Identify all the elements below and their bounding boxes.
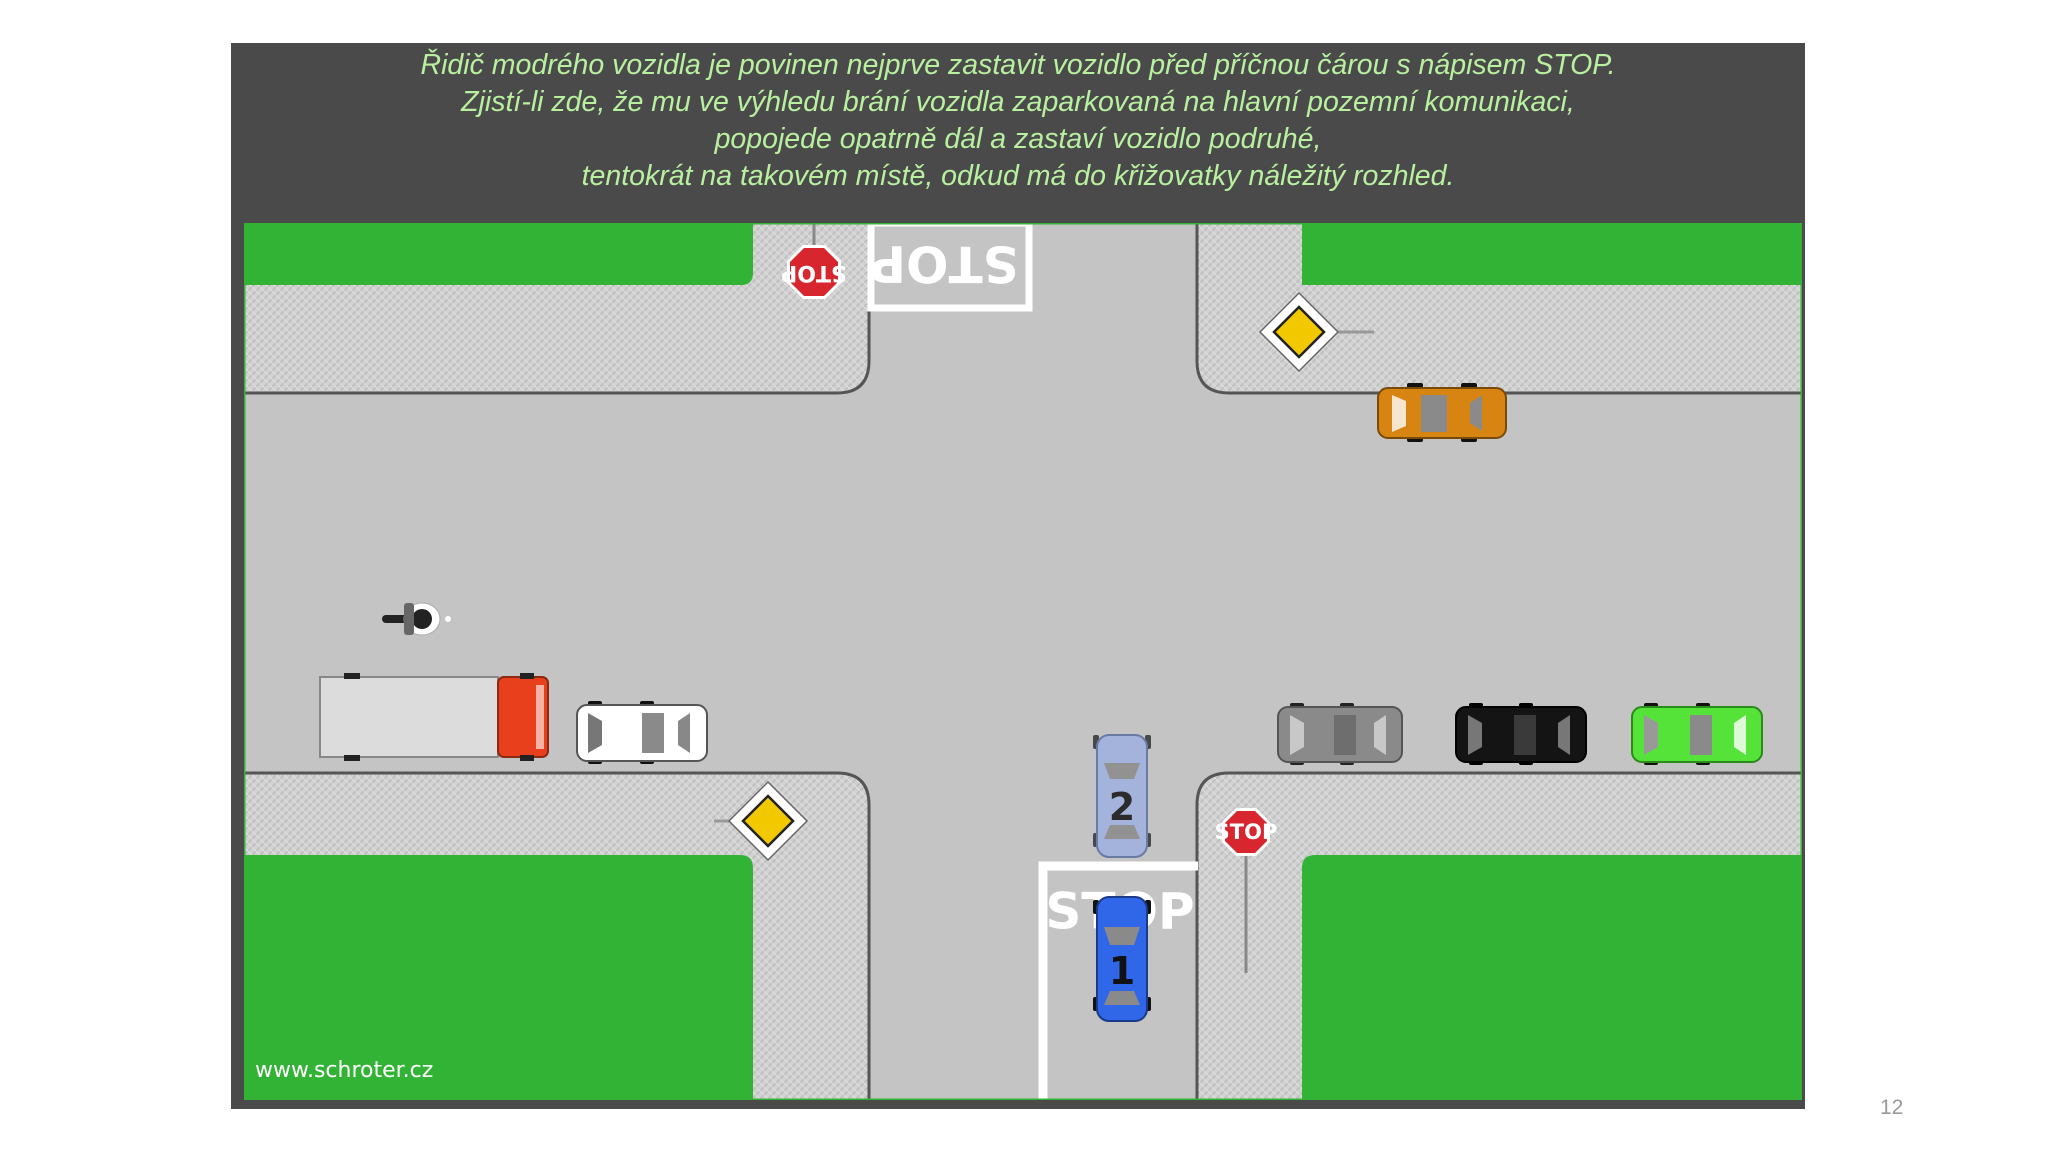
- stop-marking-top-text: STOP: [869, 235, 1018, 293]
- stop-sign-bottom: STOP: [1215, 808, 1278, 973]
- black-car: [1455, 703, 1587, 765]
- vehicle-label-1: 1: [1109, 949, 1135, 993]
- vehicle-position-2: 2: [1093, 734, 1151, 858]
- grey-car: [1277, 703, 1403, 765]
- grass-top-right: [1302, 223, 1802, 285]
- caption: Řidič modrého vozidla je povinen nejprve…: [231, 47, 1805, 195]
- green-car: [1631, 703, 1763, 765]
- caption-line-2: Zjistí-li zde, že mu ve výhledu brání vo…: [461, 86, 1575, 118]
- caption-line-4: tentokrát na takovém místě, odkud má do …: [581, 160, 1455, 192]
- grass-bottom-left: [244, 855, 753, 1100]
- motorcycle: [382, 602, 451, 636]
- corner-top-left: [244, 223, 871, 395]
- truck: [319, 673, 549, 761]
- stop-line-top: STOP: [867, 223, 1033, 312]
- vehicle-label-2: 2: [1109, 785, 1135, 829]
- grass-top-left: [244, 223, 753, 285]
- blue-car: 1: [1093, 896, 1151, 1022]
- stop-sign-top: STOP: [781, 223, 847, 299]
- priority-road-sign-top: [1258, 291, 1374, 373]
- website-watermark: www.schroter.cz: [255, 1058, 434, 1083]
- corner-top-right: [1195, 223, 1802, 395]
- page-number: 12: [1880, 1096, 1904, 1119]
- stop-sign-top-text: STOP: [781, 260, 847, 285]
- caption-line-1: Řidič modrého vozidla je povinen nejprve…: [420, 49, 1616, 81]
- grass-bottom-right: [1302, 855, 1802, 1100]
- stop-sign-bottom-text: STOP: [1215, 820, 1278, 844]
- caption-line-3: popojede opatrně dál a zastaví vozidlo p…: [714, 123, 1322, 155]
- intersection-scene: STOP STOP STOP STOP: [244, 223, 1802, 1100]
- orange-car: [1377, 383, 1507, 442]
- corner-bottom-right: [1195, 771, 1802, 1100]
- corner-bottom-left: [244, 771, 871, 1100]
- priority-road-sign-bottom: [714, 780, 809, 862]
- white-car: [576, 701, 708, 764]
